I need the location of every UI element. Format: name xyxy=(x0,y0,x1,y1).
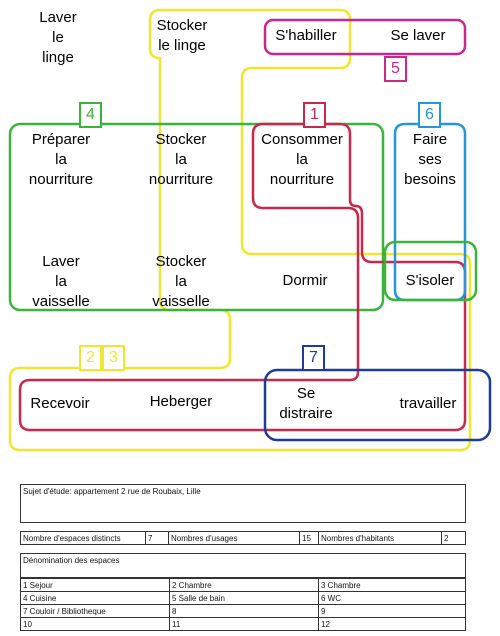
label-stocker-vaisselle: Stocker la vaisselle xyxy=(152,253,210,310)
group-5-outline xyxy=(263,18,467,56)
label-travailler: travailler xyxy=(399,395,457,412)
spaces-header-box: Dénomination des espaces xyxy=(20,553,466,578)
table-row: 1 Sejour 2 Chambre 3 Chambre xyxy=(20,578,466,592)
label-se-distraire: Se distraire xyxy=(279,385,333,422)
table-row: 4 Cuisine 5 Salle de bain 6 WC xyxy=(20,591,466,605)
counts-table: Nombre d'espaces distincts 7 Nombres d'u… xyxy=(20,531,466,545)
label-stocker-nourriture: Stocker la nourriture xyxy=(148,131,214,188)
space-cell: 1 Sejour xyxy=(20,578,170,592)
label-consommer: Consommer la nourriture xyxy=(261,131,343,188)
yellow-loop-stocker-dormir xyxy=(8,8,472,452)
space-cell: 3 Chambre xyxy=(318,578,466,592)
usages-value: 15 xyxy=(299,531,319,545)
group-4-outline xyxy=(8,122,385,312)
group-tag-3: 3 xyxy=(102,345,125,371)
group-tag-4: 4 xyxy=(79,102,102,128)
group-tag-7: 7 xyxy=(302,345,325,371)
space-cell: 11 xyxy=(169,617,319,631)
s-isoler-outline xyxy=(383,240,478,302)
label-laver-linge: Laver le linge xyxy=(39,9,77,66)
label-s-isoler: S'isoler xyxy=(405,272,455,289)
spaces-table: 1 Sejour 2 Chambre 3 Chambre 4 Cuisine 5… xyxy=(20,578,466,631)
label-s-habiller: S'habiller xyxy=(275,27,337,44)
usages-label: Nombres d'usages xyxy=(168,531,300,545)
group-tag-5: 5 xyxy=(384,56,407,82)
label-faire-besoins: Faire ses besoins xyxy=(404,131,456,188)
space-cell: 12 xyxy=(318,617,466,631)
group-tag-6: 6 xyxy=(418,102,441,128)
spaces-title: Dénomination des espaces xyxy=(23,556,120,565)
label-heberger: Heberger xyxy=(149,393,213,410)
group-tag-2: 2 xyxy=(79,345,102,371)
label-preparer: Préparer la nourriture xyxy=(28,131,94,188)
usage-diagram xyxy=(8,8,492,452)
group-7-outline xyxy=(263,368,492,442)
space-cell: 9 xyxy=(318,604,466,618)
table-row: 7 Couloir / Bibliotheque 8 9 xyxy=(20,604,466,618)
space-cell: 5 Salle de bain xyxy=(169,591,319,605)
table-row: 10 11 12 xyxy=(20,617,466,631)
habitants-label: Nombres d'habitants xyxy=(318,531,442,545)
space-cell: 7 Couloir / Bibliotheque xyxy=(20,604,170,618)
distinct-label: Nombre d'espaces distincts xyxy=(20,531,146,545)
subject-text: Sujet d'étude: appartement 2 rue de Roub… xyxy=(23,487,201,496)
space-cell: 10 xyxy=(20,617,170,631)
label-dormir: Dormir xyxy=(282,272,328,289)
space-cell: 4 Cuisine xyxy=(20,591,170,605)
distinct-value: 7 xyxy=(145,531,169,545)
label-recevoir: Recevoir xyxy=(30,395,90,412)
label-laver-vaisselle: Laver la vaisselle xyxy=(32,253,90,310)
habitants-value: 2 xyxy=(441,531,466,545)
group-tag-1: 1 xyxy=(303,102,326,128)
space-cell: 2 Chambre xyxy=(169,578,319,592)
label-stocker-linge: Stocker le linge xyxy=(156,17,208,54)
space-cell: 8 xyxy=(169,604,319,618)
space-cell: 6 WC xyxy=(318,591,466,605)
label-se-laver: Se laver xyxy=(390,27,446,44)
group-1-outline xyxy=(18,122,467,432)
subject-box: Sujet d'étude: appartement 2 rue de Roub… xyxy=(20,484,466,523)
